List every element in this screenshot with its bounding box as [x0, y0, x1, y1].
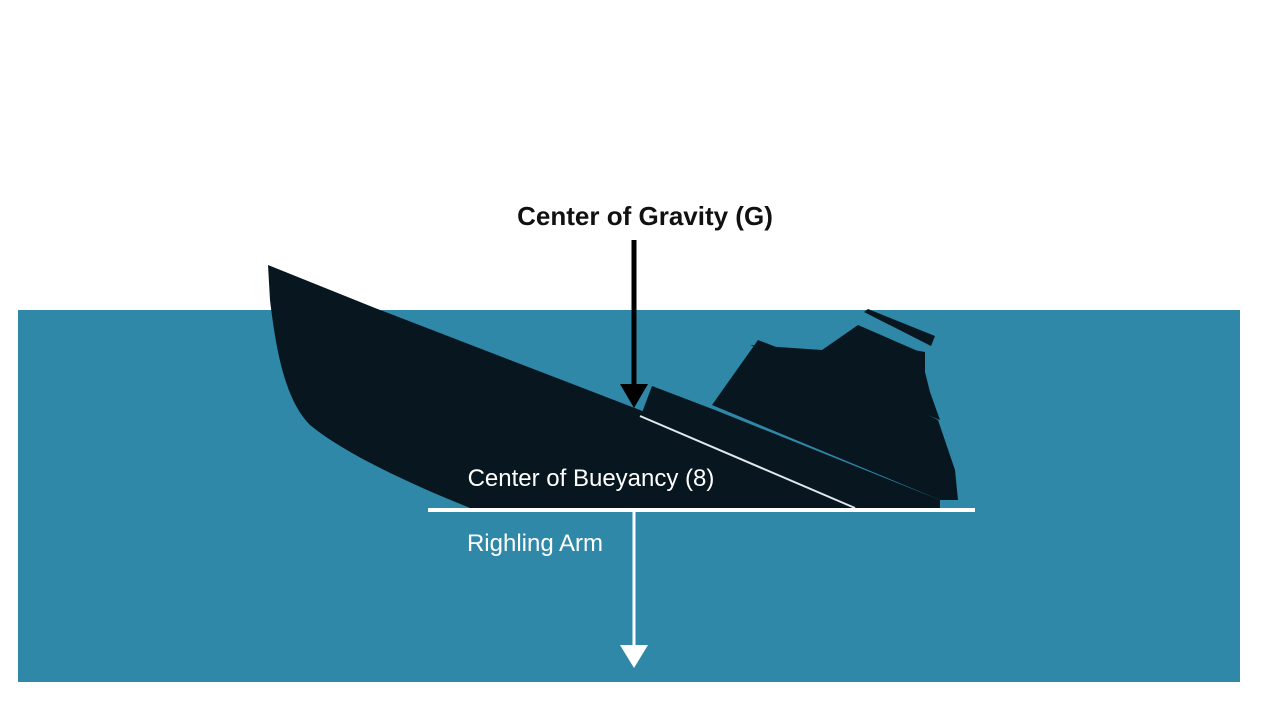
buoyancy-arrow-head — [620, 645, 648, 668]
center-of-gravity-label: Center of Gravity (G) — [517, 201, 773, 231]
righting-arm-label: Righling Arm — [467, 530, 603, 557]
ship-hull — [268, 265, 855, 508]
ship-silhouette — [268, 265, 958, 510]
center-of-buoyancy-label: Center of Bueyancy (8) — [468, 465, 715, 492]
hull-deck-line — [639, 415, 856, 509]
ship-superstructure — [640, 309, 958, 510]
gravity-arrow-head — [620, 384, 648, 408]
ship-funnel-bar — [864, 309, 935, 346]
